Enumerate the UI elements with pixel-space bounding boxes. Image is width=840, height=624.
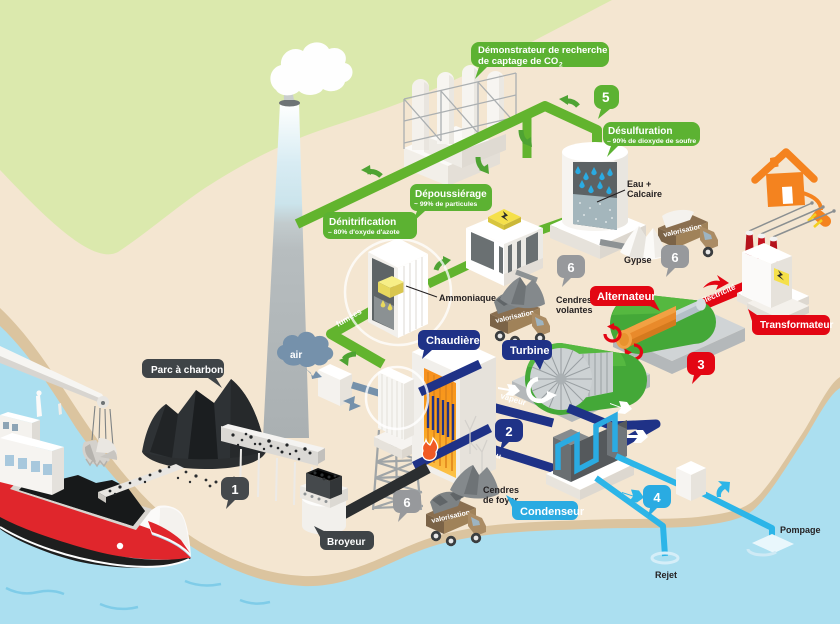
svg-text:6: 6 <box>671 250 678 265</box>
svg-text:Alternateur: Alternateur <box>597 291 656 303</box>
svg-text:Dénitrification: Dénitrification <box>329 217 396 228</box>
svg-text:Broyeur: Broyeur <box>327 537 365 548</box>
svg-text:Rejet: Rejet <box>655 570 677 580</box>
svg-text:2: 2 <box>559 62 563 69</box>
svg-text:Turbine: Turbine <box>510 345 550 357</box>
svg-text:Eau +: Eau + <box>627 179 651 189</box>
svg-text:1: 1 <box>231 482 238 497</box>
svg-text:Gypse: Gypse <box>624 255 652 265</box>
svg-text:Calcaire: Calcaire <box>627 189 662 199</box>
svg-text:– 80% d'oxyde d'azote: – 80% d'oxyde d'azote <box>328 229 400 236</box>
svg-text:3: 3 <box>697 357 704 372</box>
svg-text:Transformateur: Transformateur <box>760 320 833 331</box>
svg-text:Cendres: Cendres <box>556 295 592 305</box>
svg-text:de foyer: de foyer <box>483 495 519 505</box>
svg-text:5: 5 <box>602 90 610 105</box>
svg-text:Condenseur: Condenseur <box>520 506 585 518</box>
svg-text:4: 4 <box>653 490 661 505</box>
svg-text:Parc à charbon: Parc à charbon <box>151 365 223 376</box>
svg-text:~ 99% de particules: ~ 99% de particules <box>414 201 477 208</box>
svg-text:2: 2 <box>505 424 512 439</box>
svg-text:Chaudière: Chaudière <box>426 335 480 347</box>
svg-text:Désulfuration: Désulfuration <box>608 126 672 137</box>
svg-text:air: air <box>290 350 302 361</box>
svg-text:Pompage: Pompage <box>780 525 821 535</box>
svg-text:Dépoussiérage: Dépoussiérage <box>415 189 487 200</box>
svg-text:volantes: volantes <box>556 305 593 315</box>
svg-text:Démonstrateur de recherche: Démonstrateur de recherche <box>478 45 607 56</box>
svg-text:Cendres: Cendres <box>483 485 519 495</box>
svg-text:6: 6 <box>567 260 574 275</box>
svg-text:6: 6 <box>403 495 410 510</box>
svg-text:– 90% de dioxyde de soufre: – 90% de dioxyde de soufre <box>607 138 696 145</box>
svg-text:Ammoniaque: Ammoniaque <box>439 293 496 303</box>
svg-text:de captage de CO: de captage de CO <box>478 56 558 67</box>
